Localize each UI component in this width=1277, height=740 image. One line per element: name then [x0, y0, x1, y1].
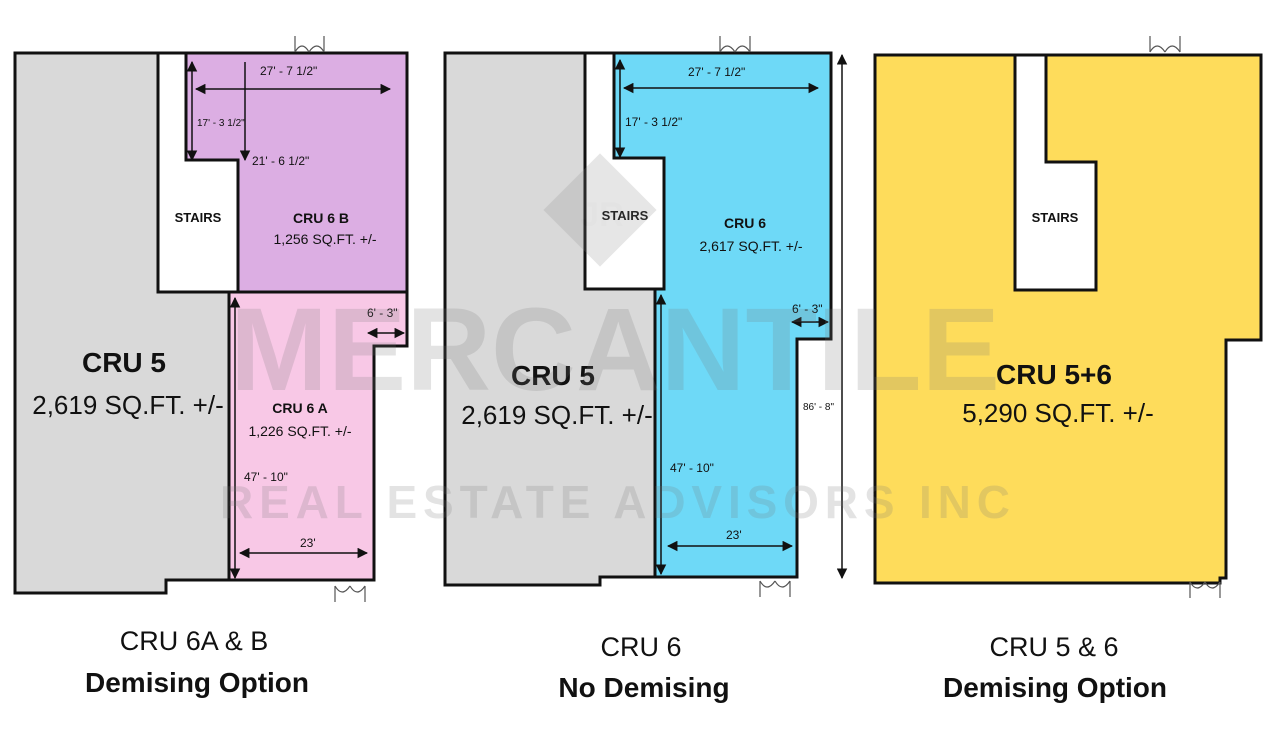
dim-label: 27' - 7 1/2": [688, 65, 745, 79]
cru6a-area: [227, 290, 409, 582]
dim-label: 23': [300, 536, 316, 550]
dim-label: 17' - 3 1/2": [625, 115, 682, 129]
dim-label: 47' - 10": [244, 470, 288, 484]
dim-label: 21' - 6 1/2": [252, 154, 309, 168]
door-icon: [759, 580, 791, 597]
stairs-plan1: [156, 51, 240, 294]
unit-area: 2,617 SQ.FT. +/-: [699, 238, 802, 254]
door-icon: [334, 585, 366, 602]
watermark-logo-letters: JR: [580, 196, 623, 234]
unit-area: 1,226 SQ.FT. +/-: [248, 423, 351, 439]
watermark-tagline: REAL ESTATE ADVISORS INC: [220, 476, 1010, 528]
door-icon: [1149, 36, 1181, 53]
door-icon: [719, 36, 751, 53]
dim-label: 23': [726, 528, 742, 542]
stairs-plan3: [1013, 53, 1098, 292]
stairs-plan2: [583, 51, 666, 291]
unit-area: 2,619 SQ.FT. +/-: [32, 390, 223, 420]
unit-name: CRU 6 B: [293, 210, 349, 226]
plan-caption-subtitle: Demising Option: [85, 667, 309, 698]
dim-label: 17' - 3 1/2": [197, 118, 245, 129]
unit-name: CRU 5: [82, 347, 166, 378]
plan-caption: CRU 6: [600, 632, 681, 662]
unit-name: CRU 5+6: [996, 359, 1112, 390]
watermark-brand-name: MERCANTILE: [230, 284, 1000, 416]
plan-caption: CRU 5 & 6: [989, 632, 1118, 662]
plan-caption: CRU 6A & B: [120, 626, 269, 656]
unit-area: 1,256 SQ.FT. +/-: [273, 231, 376, 247]
unit-area: 2,619 SQ.FT. +/-: [461, 400, 652, 430]
plan-cru-6a-6b: 27' - 7 1/2" 17' - 3 1/2" 21' - 6 1/2" 6…: [13, 36, 409, 698]
stairs-label: STAIRS: [1032, 210, 1079, 225]
dim-label: 86' - 8": [803, 402, 834, 413]
plan-cru-5-6: STAIRS CRU 5+6 5,290 SQ.FT. +/- CRU 5 & …: [873, 36, 1263, 703]
door-icon: [1189, 581, 1221, 598]
plan-caption-subtitle: Demising Option: [943, 672, 1167, 703]
unit-name: CRU 6: [724, 215, 766, 231]
unit-area: 5,290 SQ.FT. +/-: [962, 398, 1153, 428]
dim-label: 27' - 7 1/2": [260, 64, 317, 78]
plan-cru-6: 27' - 7 1/2" 17' - 3 1/2" 6' - 3" 47' - …: [443, 36, 848, 703]
plan-caption-subtitle: No Demising: [558, 672, 729, 703]
stairs-label: STAIRS: [175, 210, 222, 225]
door-icon: [294, 36, 325, 53]
unit-name: CRU 6 A: [272, 400, 328, 416]
dim-label: 47' - 10": [670, 461, 714, 475]
stairs-label: STAIRS: [602, 208, 649, 223]
dim-label: 6' - 3": [367, 306, 398, 320]
unit-name: CRU 5: [511, 360, 595, 391]
dim-label: 6' - 3": [792, 302, 823, 316]
